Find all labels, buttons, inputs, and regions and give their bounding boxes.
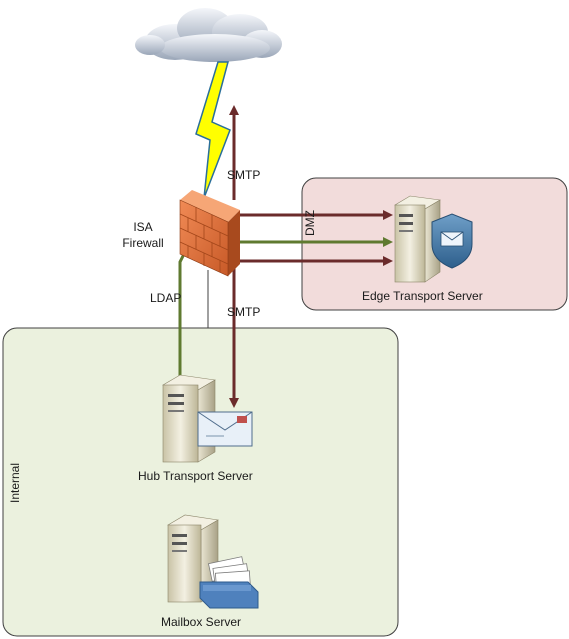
mailbox-server-label: Mailbox Server (161, 615, 242, 629)
isa-label-line2: Firewall (122, 236, 164, 250)
internal-zone (2, 327, 399, 637)
cloud-icon (135, 8, 282, 62)
server-mailbox-icon (167, 514, 259, 609)
isa-firewall-label: ISA Firewall (113, 219, 173, 251)
internal-label: Internal (8, 462, 22, 503)
smtp-label-bottom: SMTP (227, 305, 261, 319)
ldap-arrow-hub (175, 253, 186, 393)
hub-server-label: Hub Transport Server (138, 469, 253, 483)
ldap-label: LDAP (150, 291, 182, 305)
isa-label-line1: ISA (133, 220, 153, 234)
server-shield-icon (394, 195, 473, 283)
lightning-icon (195, 61, 231, 199)
server-envelope-icon (162, 374, 253, 463)
firewall-icon (179, 190, 240, 277)
smtp-label-top: SMTP (227, 168, 261, 182)
edge-server-label: Edge Transport Server (362, 289, 483, 303)
dmz-label: DMZ (303, 210, 317, 236)
